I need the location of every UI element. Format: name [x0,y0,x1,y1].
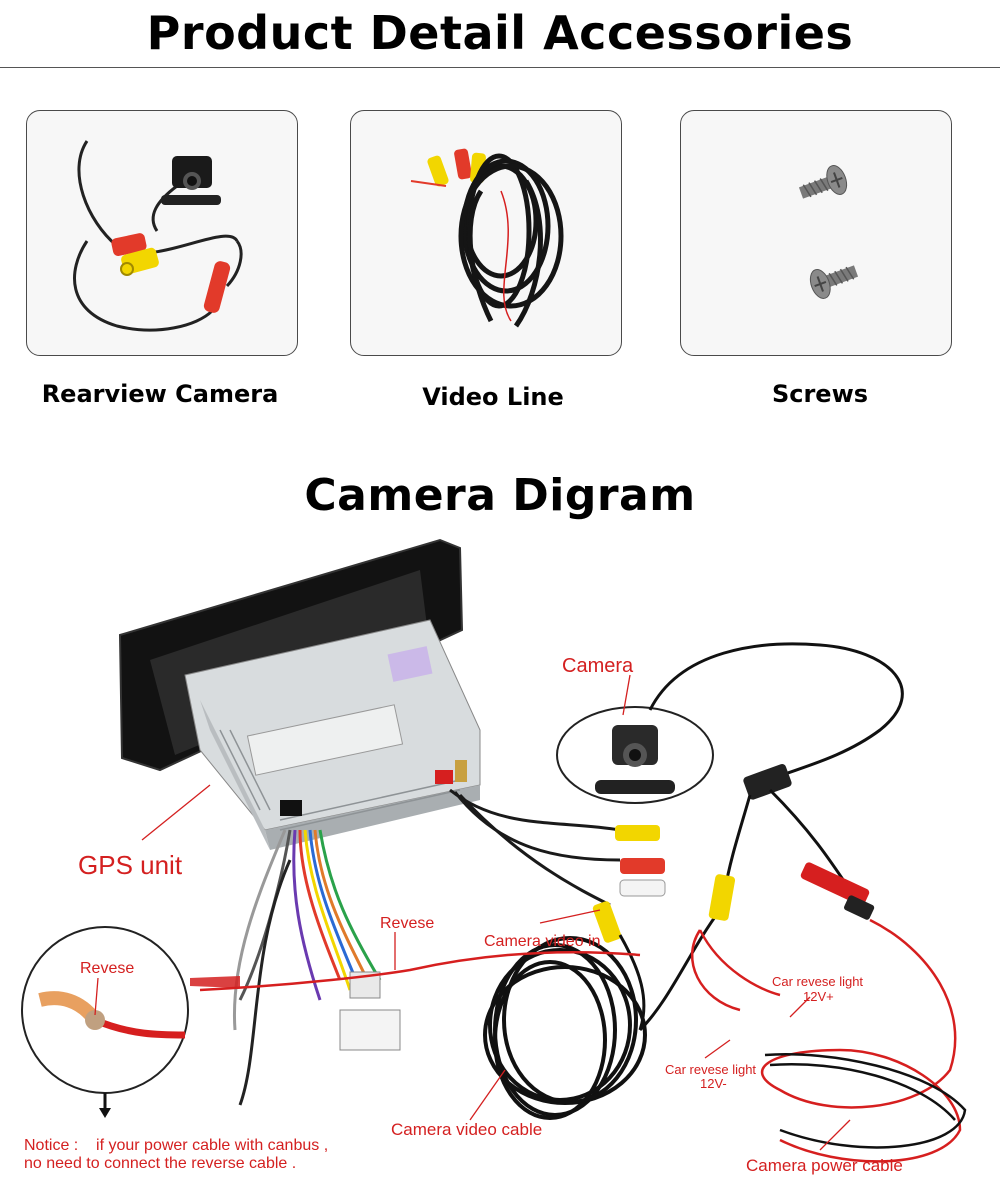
label-revese-inset: Revese [80,960,134,977]
caption-rearview-camera: Rearview Camera [41,380,279,408]
label-gps-unit: GPS unit [78,850,183,880]
label-car-revese-light-neg-voltage: 12V- [700,1076,727,1091]
rearview-camera-image [73,140,243,332]
caption-screws: Screws [771,380,869,408]
accessory-card-screws [680,110,952,356]
video-line-image [410,148,564,328]
harness-connector [339,1009,401,1051]
arrow-down-icon [99,1093,111,1118]
notice-line-1: Notice : if your power cable with canbus… [24,1137,328,1154]
reverse-wire-inset [21,926,189,1094]
power-harness [232,829,382,1106]
camera-wiring-diagram: Camera GPS unit Revese Revese Camera vid… [21,538,967,1175]
rca-yellow-plug [615,825,660,841]
camera-power-cable [764,1053,967,1149]
section-title: Camera Digram [304,470,696,521]
label-camera-power-cable: Camera power cable [746,1156,903,1175]
label-revese: Revese [380,915,434,932]
camera-image [556,706,714,804]
title-divider [0,67,1000,68]
accessory-card-video-line [350,110,622,356]
label-camera-video-cable: Camera video cable [391,1120,542,1139]
camera-video-cable-coil [483,936,647,1120]
accessory-card-rearview-camera [26,110,298,356]
caption-video-line: Video Line [422,383,564,411]
label-car-revese-light-neg: Car revese light [665,1062,756,1077]
label-leader-lines [94,674,851,1151]
page-title: Product Detail Accessories [146,6,854,60]
label-car-revese-light-pos-voltage: 12V+ [803,989,834,1004]
notice-line-2: no need to connect the reverse cable . [24,1155,296,1172]
label-car-revese-light-pos: Car revese light [772,974,863,989]
label-camera-video-in: Camera video in [484,933,601,950]
rca-cables [449,788,621,907]
label-camera: Camera [562,655,634,677]
head-unit-image [118,538,481,850]
screws-image [798,165,859,299]
